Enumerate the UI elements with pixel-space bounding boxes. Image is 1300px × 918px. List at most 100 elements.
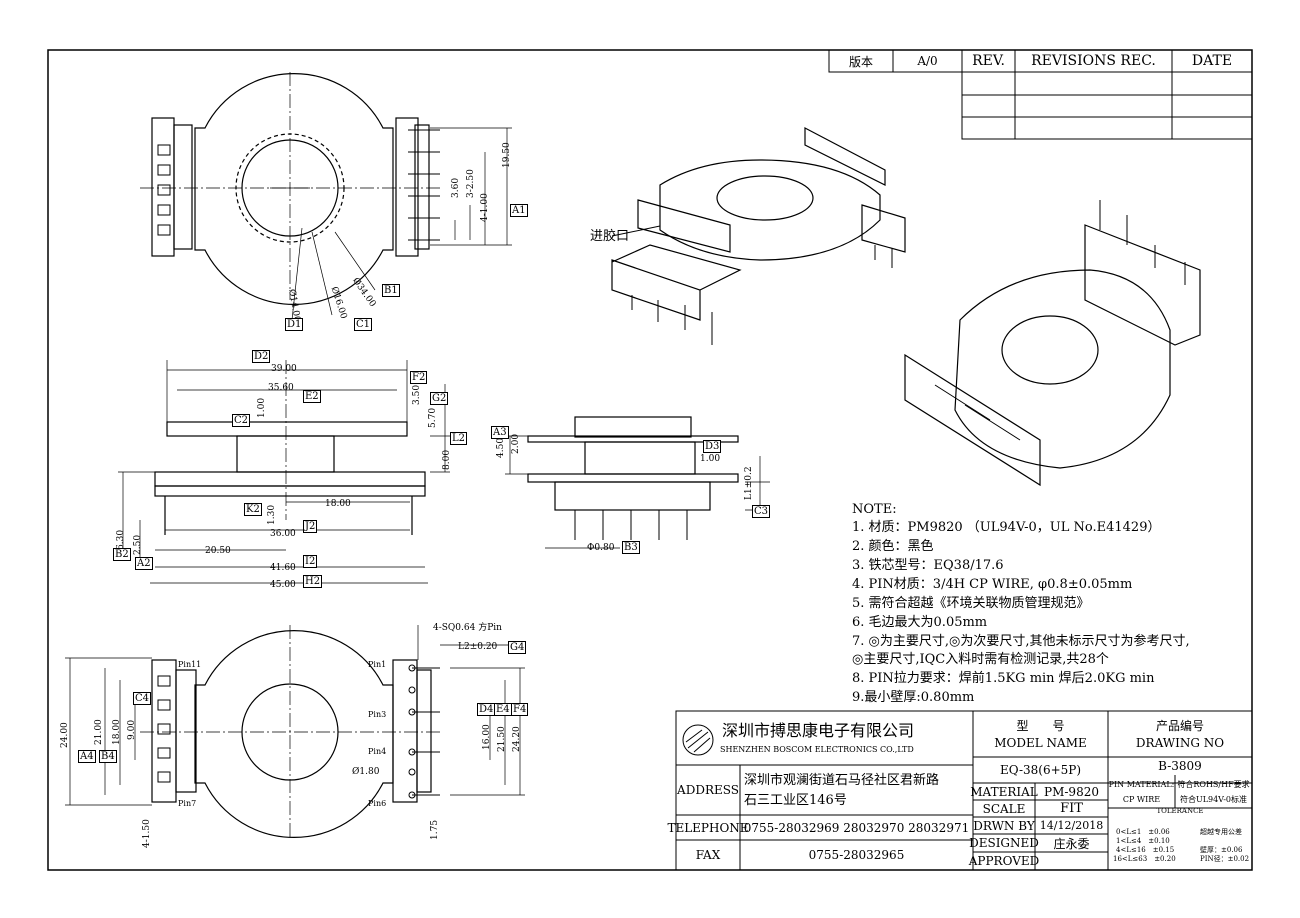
pin1-label: Pin1 bbox=[368, 660, 387, 669]
iso-view-2 bbox=[904, 200, 1201, 487]
dim-bottom-4: 18.00 bbox=[112, 719, 122, 745]
dim-bottom-8: 24.20 bbox=[512, 726, 522, 752]
ul-note: 符合UL94V-0标准 bbox=[1179, 794, 1248, 804]
company-name-cn: 深圳市搏思康电子有限公司 bbox=[722, 721, 915, 740]
rev-header: REV. bbox=[972, 53, 1005, 69]
pin6-label: Pin6 bbox=[368, 799, 387, 808]
drawn-value: 14/12/2018 bbox=[1039, 819, 1104, 832]
note-5: 5. 需符合超越《环境关联物质管理规范》 bbox=[852, 596, 1090, 611]
company-name-en: SHENZHEN BOSCOM ELECTRONICS CO.,LTD bbox=[720, 745, 914, 754]
tag-G2: G2 bbox=[430, 392, 449, 405]
top-view bbox=[140, 72, 512, 321]
bottom-view bbox=[65, 625, 525, 840]
dim-front-6: 18.00 bbox=[325, 499, 351, 509]
tag-B1: B1 bbox=[382, 284, 400, 297]
pin3-label: Pin3 bbox=[368, 710, 387, 719]
address-label: ADDRESS bbox=[677, 783, 739, 797]
note-7: 7. ◎为主要尺寸,◎为次要尺寸,其他未标示尺寸为参考尺寸, bbox=[852, 634, 1190, 649]
pin4-label: Pin4 bbox=[368, 747, 387, 756]
tolerance-label: TOLERANCE bbox=[1156, 807, 1204, 815]
dim-front-10: 41.60 bbox=[270, 563, 296, 573]
drawing-label-en: DRAWING NO bbox=[1135, 736, 1225, 750]
material-label: MATERIAL bbox=[970, 784, 1038, 799]
dim-front-13: 2.50 bbox=[133, 534, 143, 555]
designed-value: 庄永委 bbox=[1053, 836, 1090, 851]
tag-G4: G4 bbox=[508, 641, 527, 654]
dim-bottom-11: 4-1.50 bbox=[142, 819, 152, 848]
fax-value: 0755-28032965 bbox=[808, 848, 905, 862]
iso-view-1 bbox=[611, 127, 906, 345]
model-label-en: MODEL NAME bbox=[994, 736, 1087, 750]
dim-front-4: 5.70 bbox=[428, 407, 438, 428]
date-header: DATE bbox=[1191, 53, 1233, 69]
material-value: PM-9820 bbox=[1044, 784, 1099, 799]
tol-row-1: 0<L≤1 ±0.06 bbox=[1116, 828, 1170, 836]
dim-front-11: 45.00 bbox=[270, 580, 296, 590]
side-view bbox=[505, 416, 770, 549]
dim-bottom-7: 21.50 bbox=[497, 726, 507, 752]
dim-front-3: 3.50 bbox=[412, 384, 422, 405]
tag-B3: B3 bbox=[622, 541, 640, 554]
tag-B2: B2 bbox=[113, 548, 131, 561]
pin-material-value: CP WIRE bbox=[1122, 794, 1161, 804]
tag-F2: F2 bbox=[410, 371, 428, 384]
drawing-value: B-3809 bbox=[1158, 759, 1202, 773]
approved-label: APPROVED bbox=[968, 854, 1040, 868]
dim-front-8: 36.00 bbox=[270, 529, 296, 539]
model-label-cn: 型 号 bbox=[1016, 718, 1065, 733]
dim-front-7: 1.30 bbox=[267, 504, 277, 525]
note-6: 6. 毛边最大为0.05mm bbox=[852, 615, 988, 630]
tag-H2: H2 bbox=[303, 575, 323, 588]
tol-row-2: 1<L≤4 ±0.10 bbox=[1116, 837, 1170, 845]
dim-side-0: 4.50 bbox=[496, 437, 506, 458]
dim-bottom-10: 1.75 bbox=[430, 819, 440, 840]
fax-label: FAX bbox=[695, 848, 721, 862]
dim-bottom-9: Ø1.80 bbox=[352, 767, 380, 777]
dim-front-12: 6.30 bbox=[116, 529, 126, 550]
telephone-label: TELEPHONE bbox=[667, 820, 749, 835]
note-8: 8. PIN拉力要求：焊前1.5KG min 焊后2.0KG min bbox=[852, 671, 1155, 686]
dim-front-9: 20.50 bbox=[205, 546, 231, 556]
telephone-value: 0755-28032969 28032970 28032971 bbox=[743, 820, 970, 835]
revisions-header: REVISIONS REC. bbox=[1031, 53, 1156, 69]
dim-top-3: 3.60 bbox=[451, 177, 461, 198]
pin-material-label: PIN MATERIAL: bbox=[1108, 779, 1175, 789]
tag-C1: C1 bbox=[354, 318, 373, 331]
scale-value: FIT bbox=[1060, 801, 1083, 816]
tag-A3: A3 bbox=[491, 426, 509, 439]
tag-L2: L2 bbox=[450, 432, 468, 445]
note-9: 9.最小壁厚:0.80mm bbox=[852, 690, 975, 705]
revision-table-lines bbox=[828, 49, 1253, 140]
note-3: 3. 铁芯型号：EQ38/17.6 bbox=[852, 558, 1004, 573]
dim-bottom-6: 16.00 bbox=[482, 724, 492, 750]
dim-front-5: 8.00 bbox=[442, 449, 452, 470]
address-line-2: 石三工业区146号 bbox=[744, 793, 847, 808]
pin11-label: Pin11 bbox=[178, 660, 202, 669]
note-2: 2. 颜色：黑色 bbox=[852, 539, 934, 554]
designed-label: DESIGNED bbox=[969, 836, 1039, 850]
tag-I2: I2 bbox=[303, 555, 318, 568]
dim-top-1: 4-1.00 bbox=[480, 193, 490, 222]
scale-label: SCALE bbox=[982, 801, 1026, 816]
tol-note: 超越专用公差 bbox=[1200, 828, 1242, 836]
tag-D3: D3 bbox=[703, 440, 722, 453]
drawing-label-cn: 产品编号 bbox=[1155, 718, 1204, 733]
tag-J2: J2 bbox=[303, 520, 318, 533]
dim-front-0: 39.00 bbox=[271, 364, 297, 374]
dim-front-2: 1.00 bbox=[257, 397, 267, 418]
dim-side-1: 2.00 bbox=[511, 433, 521, 454]
tol-row-4: 16<L≤63 ±0.20 bbox=[1113, 855, 1176, 863]
tag-A4: A4 bbox=[78, 750, 96, 763]
dim-top-2: 3-2.50 bbox=[466, 169, 476, 198]
version-value: A/0 bbox=[917, 54, 938, 68]
version-label: 版本 bbox=[848, 54, 873, 69]
note-7b: ◎主要尺寸,IQC入料时需有检测记录,共28个 bbox=[852, 652, 1109, 667]
dim-side-2: 1.00 bbox=[700, 454, 721, 464]
dim-bottom-5: 9.00 bbox=[127, 719, 137, 740]
note-1: 1. 材质：PM9820 （UL94V-0，UL No.E41429） bbox=[852, 520, 1161, 535]
tag-A2: A2 bbox=[135, 557, 153, 570]
dim-side-3: L1±0.2 bbox=[744, 466, 754, 500]
tag-C2: C2 bbox=[232, 414, 251, 427]
pin7-label: Pin7 bbox=[178, 799, 197, 808]
